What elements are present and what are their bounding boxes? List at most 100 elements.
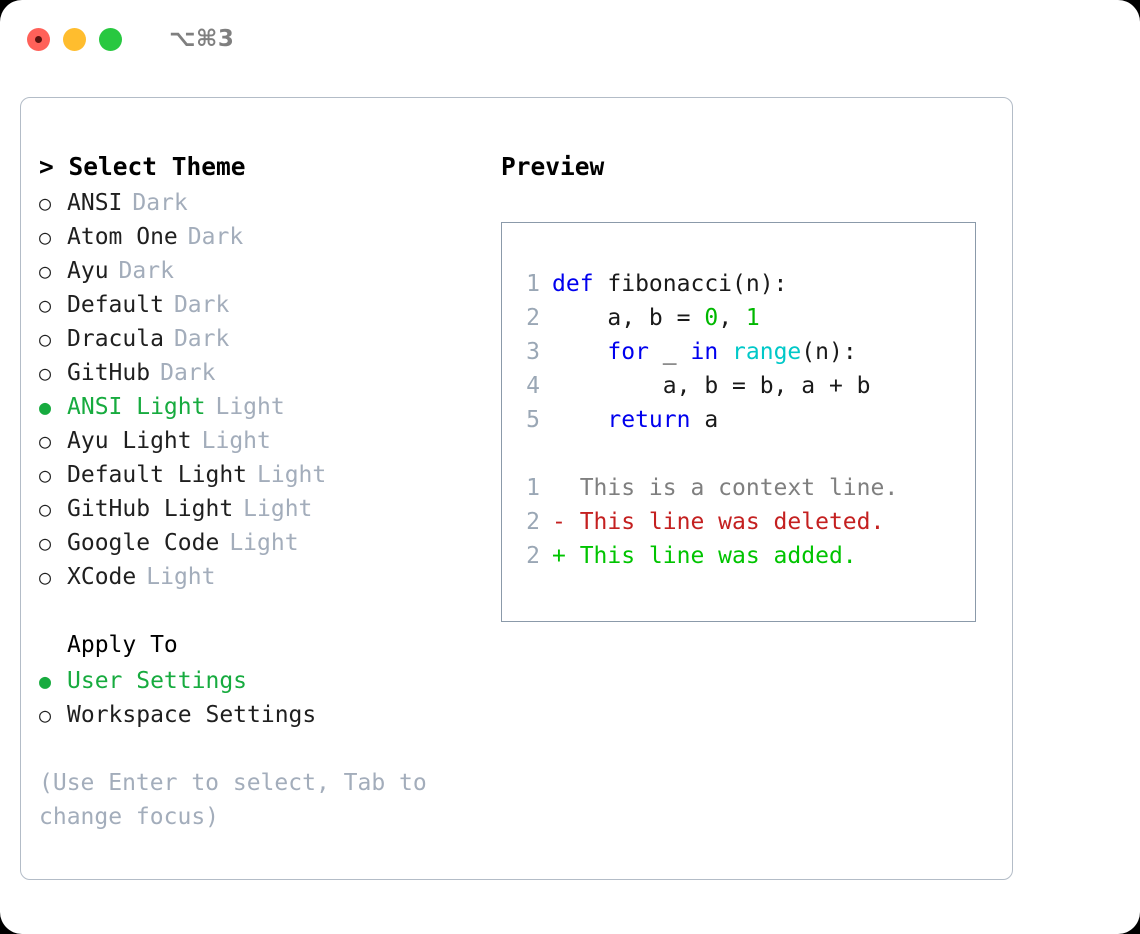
radio-unselected-icon: ○ <box>39 497 52 521</box>
code-line: 1 def fibonacci(n): <box>516 267 898 301</box>
theme-item-variant: Light <box>201 428 271 454</box>
theme-item[interactable]: ○ Atom One Dark <box>39 220 479 254</box>
code-token: , <box>718 305 746 331</box>
line-number: 1 <box>526 271 540 297</box>
theme-item-variant: Dark <box>132 190 188 216</box>
line-number: 3 <box>526 339 540 365</box>
theme-item-label: Default Light <box>67 462 248 488</box>
title-bar: ⌥⌘3 <box>0 0 1140 78</box>
code-token: range <box>732 339 802 365</box>
code-token: def <box>552 271 594 297</box>
apply-to-item-label: Workspace Settings <box>67 702 317 728</box>
theme-item-variant: Light <box>257 462 327 488</box>
theme-item-label: Google Code <box>67 530 220 556</box>
code-token: This is a context line. <box>552 475 899 501</box>
code-line: 5 return a <box>516 403 898 437</box>
code-token <box>552 335 607 369</box>
theme-item-label: Ayu Light <box>67 428 192 454</box>
theme-item-label: Dracula <box>67 326 164 352</box>
maximize-window-icon[interactable] <box>99 27 122 51</box>
theme-item[interactable]: ○ Default Dark <box>39 288 479 322</box>
theme-item-label: GitHub Light <box>67 496 234 522</box>
theme-item-variant: Dark <box>173 292 230 318</box>
line-number: 1 <box>526 475 540 501</box>
page-title: > Select Theme <box>39 152 246 181</box>
code-spacer <box>516 437 898 471</box>
code-token: for <box>607 339 649 365</box>
preview-title: Preview <box>501 152 605 181</box>
radio-unselected-icon: ○ <box>39 327 52 351</box>
code-token: (n): <box>801 339 857 365</box>
code-token: + This line was added. <box>552 543 857 569</box>
code-token: _ <box>648 339 691 365</box>
line-number: 2 <box>526 305 540 331</box>
code-token: fibonacci(n): <box>593 271 788 297</box>
radio-unselected-icon: ○ <box>39 225 52 249</box>
theme-item[interactable]: ○ ANSI Dark <box>39 186 479 220</box>
theme-item-variant: Light <box>146 564 216 590</box>
code-token: in <box>690 339 719 365</box>
apply-to-item[interactable]: ○ Workspace Settings <box>39 698 479 732</box>
theme-item-label: ANSI <box>67 190 123 216</box>
diff-line: 1 This is a context line. <box>516 471 898 505</box>
apply-to-item-label: User Settings <box>67 668 248 694</box>
radio-unselected-icon: ○ <box>39 703 52 727</box>
theme-item[interactable]: ○ GitHub Dark <box>39 356 479 390</box>
apply-to-heading: Apply To <box>67 632 178 658</box>
code-line: 2 a, b = 0, 1 <box>516 301 898 335</box>
code-token: a <box>690 407 719 433</box>
radio-unselected-icon: ○ <box>39 565 52 589</box>
code-token: 0 <box>704 305 719 331</box>
code-token: a, b = <box>552 305 705 331</box>
code-line: 3 for _ in range(n): <box>516 335 898 369</box>
code-token: a, b = b, a + b <box>552 373 871 399</box>
theme-item[interactable]: ○ Google Code Light <box>39 526 479 560</box>
theme-item-label: Ayu <box>67 258 109 284</box>
line-number: 2 <box>526 509 540 535</box>
line-number: 4 <box>526 373 540 399</box>
radio-selected-icon: ● <box>39 395 52 419</box>
theme-item[interactable]: ○ GitHub Light Light <box>39 492 479 526</box>
close-window-icon[interactable] <box>27 27 50 51</box>
theme-item-variant: Dark <box>160 360 216 386</box>
theme-item[interactable]: ○ Dracula Dark <box>39 322 479 356</box>
theme-item[interactable]: ○ Default Light Light <box>39 458 479 492</box>
theme-item-label: ANSI Light <box>67 394 206 420</box>
theme-item[interactable]: ○ XCode Light <box>39 560 479 594</box>
code-token: 1 <box>745 305 760 331</box>
theme-item-variant: Light <box>229 530 299 556</box>
radio-unselected-icon: ○ <box>39 361 52 385</box>
radio-unselected-icon: ○ <box>39 429 52 453</box>
theme-item-variant: Light <box>243 496 313 522</box>
theme-item-label: XCode <box>67 564 137 590</box>
theme-item-label: Default <box>67 292 164 318</box>
radio-unselected-icon: ○ <box>39 293 52 317</box>
theme-item-label: GitHub <box>67 360 151 386</box>
radio-unselected-icon: ○ <box>39 531 52 555</box>
theme-item-variant: Dark <box>173 326 230 352</box>
theme-item-label: Atom One <box>67 224 178 250</box>
code-line: 4 a, b = b, a + b <box>516 369 898 403</box>
theme-item[interactable]: ○ Ayu Light Light <box>39 424 479 458</box>
keyboard-hint-text: (Use Enter to select, Tab to change focu… <box>39 770 441 830</box>
minimize-window-icon[interactable] <box>63 27 86 51</box>
radio-unselected-icon: ○ <box>39 191 52 215</box>
line-number: 2 <box>526 543 540 569</box>
code-token <box>552 403 607 437</box>
apply-to-item[interactable]: ●User Settings <box>39 664 479 698</box>
apply-to-list: ●User Settings ○ Workspace Settings <box>39 664 479 732</box>
window-controls <box>27 27 122 51</box>
keyboard-shortcut-label: ⌥⌘3 <box>169 26 235 52</box>
theme-item-variant: Dark <box>187 224 244 250</box>
radio-unselected-icon: ○ <box>39 463 52 487</box>
code-token: return <box>607 407 691 433</box>
